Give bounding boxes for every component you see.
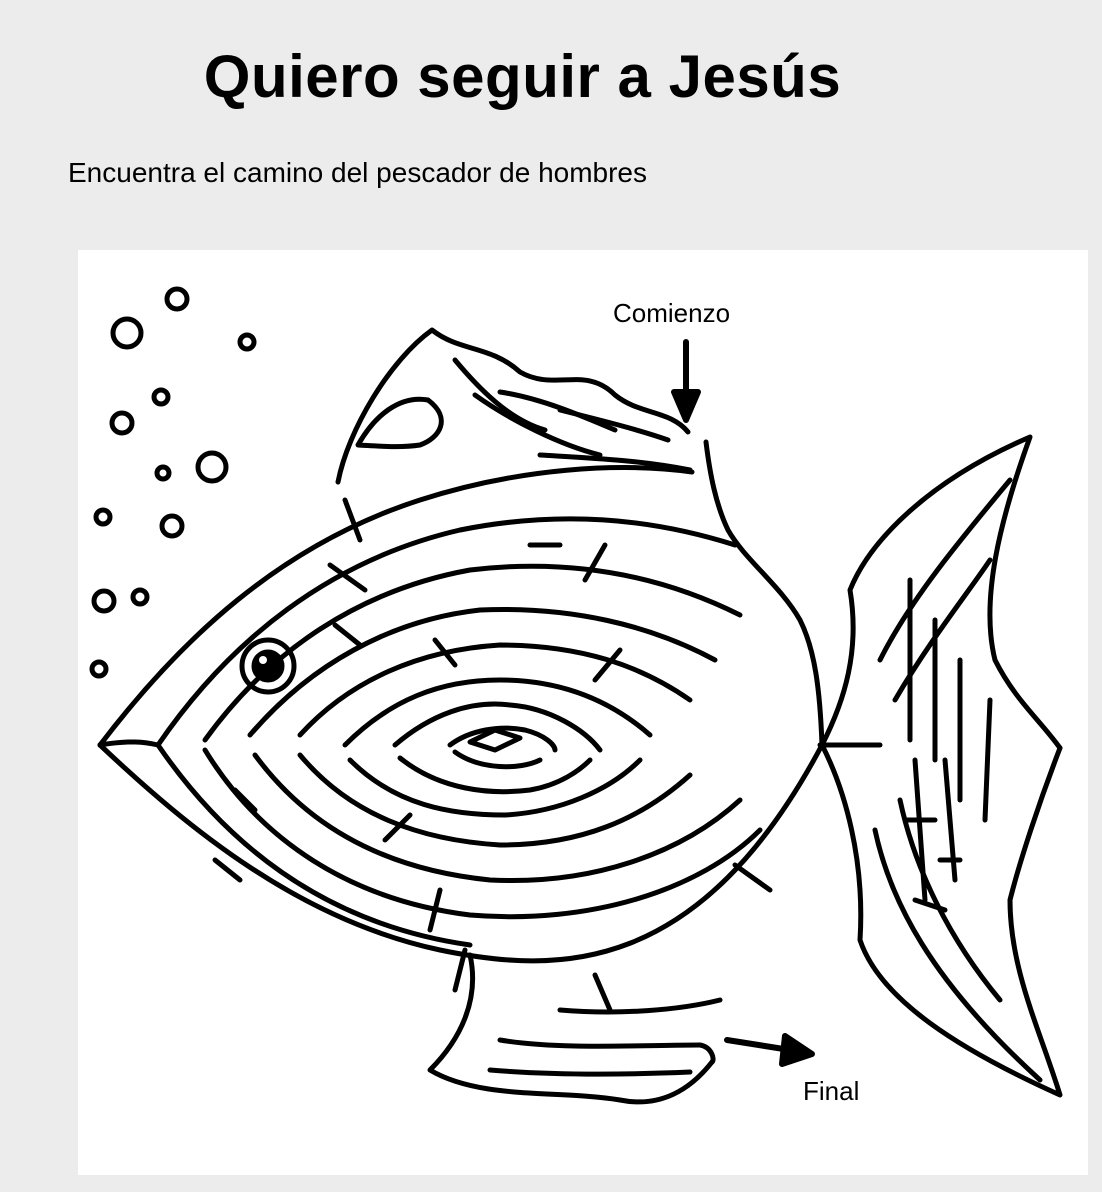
start-label: Comienzo: [613, 298, 731, 328]
maze-walls: [212, 497, 773, 1013]
fish-eye-icon: [239, 637, 297, 695]
bubble-icon: [164, 286, 190, 312]
bubble-icon: [151, 387, 171, 407]
maze-panel: [78, 250, 1088, 1175]
bottom-fin: [427, 952, 723, 1105]
bubble-icon: [159, 513, 185, 539]
bubble-icon: [195, 450, 229, 484]
bubble-icon: [91, 588, 117, 614]
bubble-icon: [93, 507, 113, 527]
arrow-down-icon: [671, 339, 701, 423]
end-label: Final: [803, 1076, 860, 1106]
bubble-icon: [89, 659, 109, 679]
bubble-icon: [109, 410, 135, 436]
arrow-right-icon: [724, 1033, 815, 1067]
worksheet-instruction: Encuentra el camino del pescador de homb…: [68, 157, 648, 188]
worksheet-title: Quiero seguir a Jesús: [203, 43, 842, 110]
bubble-icon: [154, 464, 172, 482]
tail-fin: [817, 434, 1063, 1098]
maze-rings: [155, 516, 763, 948]
bubble-icon: [110, 316, 144, 350]
top-fin: [335, 327, 825, 748]
bubbles: [89, 286, 257, 679]
bubble-icon: [237, 332, 257, 352]
fish-body-outline: [97, 465, 695, 748]
bubble-icon: [130, 587, 150, 607]
